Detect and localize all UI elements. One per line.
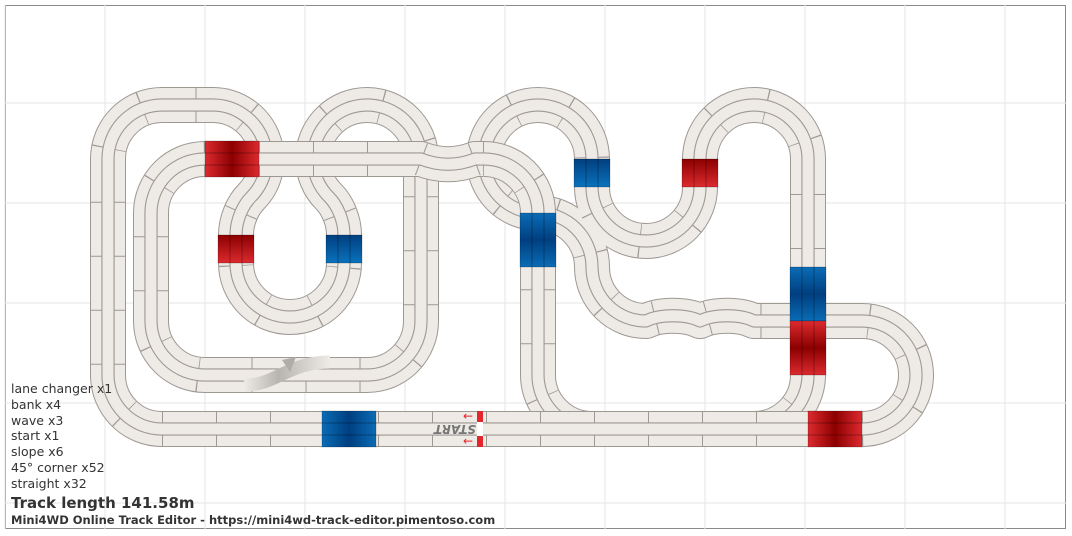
lane-changer-arrow-icon: [282, 357, 296, 372]
start-marker: ← ← START: [433, 409, 483, 448]
center-lane: [478, 99, 922, 435]
stat-lane-changer: lane changer x1: [11, 381, 113, 396]
footer-credit: Mini4WD Online Track Editor - https://mi…: [11, 513, 496, 527]
stat-corner: 45° corner x52: [11, 459, 105, 475]
stat-start: start x1: [11, 428, 60, 444]
bank-block: [681, 158, 719, 188]
slope-block: [321, 410, 377, 448]
piece-count-list: lane changer x1 bank x4 wave x3 start x1…: [11, 381, 112, 492]
track-pieces: [90, 87, 934, 447]
stat-bank: bank x4: [11, 396, 62, 412]
stat-straight: straight x32: [11, 475, 87, 491]
slope-block: [789, 266, 827, 322]
center-lane: [205, 153, 483, 170]
special-blocks: [204, 140, 863, 448]
center-lane: [102, 99, 427, 435]
slope-block: [325, 234, 363, 264]
slope-block: [519, 212, 557, 268]
slope-block: [573, 158, 611, 188]
track-top-straight: [205, 141, 493, 183]
start-arrow-icon: ←: [463, 409, 473, 423]
bank-block: [789, 320, 827, 376]
lane-changer: [243, 355, 331, 392]
stat-wave: wave x3: [11, 412, 64, 428]
start-arrow-icon: ←: [463, 434, 473, 448]
track-length: Track length 141.58m: [11, 494, 195, 512]
track-figure-eight: [90, 87, 439, 447]
track-right-section: [466, 87, 934, 447]
bank-block: [217, 234, 255, 264]
start-label: START: [433, 422, 476, 436]
stat-slope: slope x6: [11, 444, 64, 460]
bank-block: [807, 410, 863, 448]
bank-block: [204, 140, 260, 178]
